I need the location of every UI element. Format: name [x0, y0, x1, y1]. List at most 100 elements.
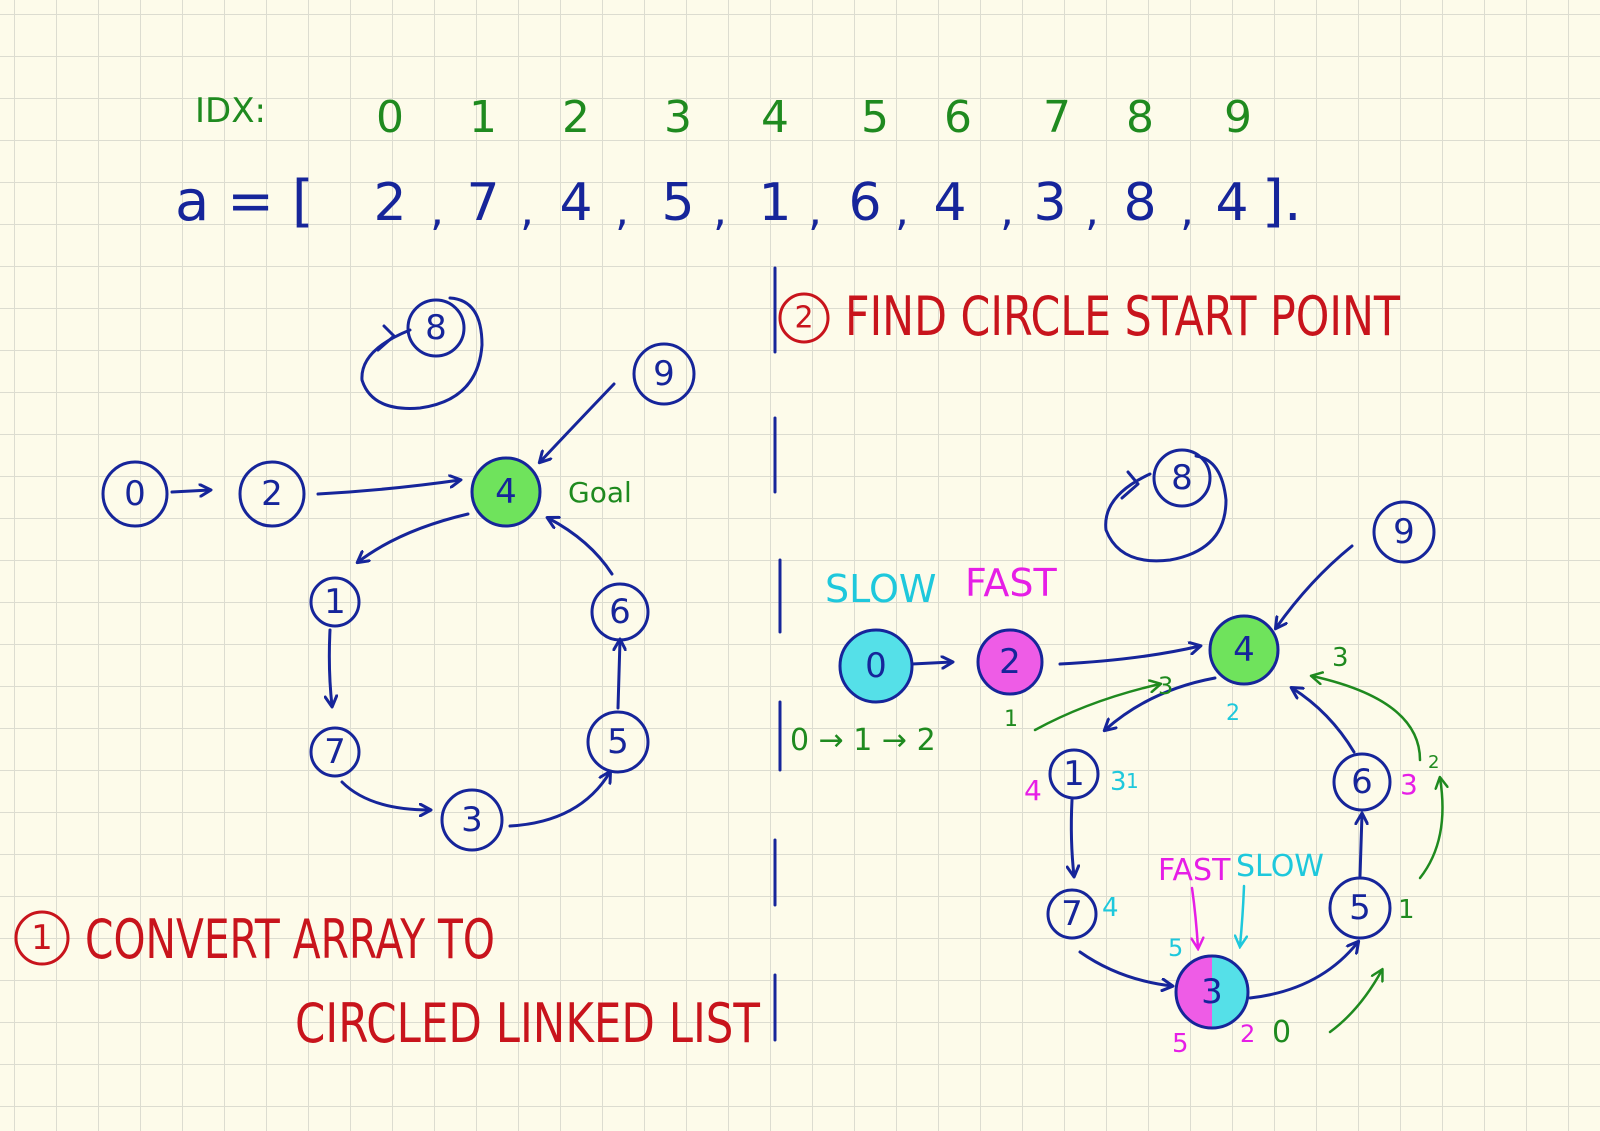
index-0: 0 [376, 92, 404, 143]
slow-pointer-arrow [1240, 884, 1244, 946]
svg-text:9: 9 [653, 354, 675, 394]
edge2-3-to-5 [1248, 942, 1358, 1000]
index-row: IDX: 0 1 2 3 4 5 6 7 8 9 [195, 91, 1252, 143]
edge-0-to-2 [170, 490, 210, 492]
svg-text:5: 5 [1349, 888, 1371, 928]
node-1: 1 [309, 576, 361, 628]
svg-text:6: 6 [1351, 762, 1373, 802]
svg-text:2: 2 [261, 474, 283, 514]
svg-text:1: 1 [324, 582, 346, 622]
svg-text:,: , [1000, 185, 1014, 236]
array-value-3: 5 [661, 173, 694, 233]
array-prefix: a = [ [175, 169, 314, 234]
step1-title-line2: CIRCLED LINKED LIST [295, 992, 761, 1055]
step1-number: 1 [31, 918, 53, 958]
index-6: 6 [944, 92, 972, 143]
fast-label: FAST [965, 561, 1057, 605]
node-4-goal: 4 [470, 456, 542, 528]
array-value-8: 8 [1123, 173, 1156, 233]
array-value-7: 3 [1033, 173, 1066, 233]
index-9: 9 [1224, 92, 1252, 143]
slow-meet-label: SLOW [1236, 849, 1324, 884]
node-7: 7 [309, 726, 361, 778]
slow-path-label: 0 → 1 → 2 [790, 723, 936, 758]
svg-text:0: 0 [865, 646, 887, 686]
svg-text:,: , [430, 185, 444, 236]
goal-label: Goal [568, 476, 632, 509]
array-suffix: ]. [1262, 169, 1302, 234]
node2-3-meeting: 3 [1174, 954, 1250, 1030]
node-3: 3 [440, 788, 504, 852]
step-n3-green: 2 [1240, 1020, 1255, 1048]
index-4: 4 [761, 92, 789, 143]
step2-title-text: FIND CIRCLE START POINT [845, 285, 1401, 348]
edge-9-to-4 [540, 382, 616, 462]
step2-title: 2 FIND CIRCLE START POINT [778, 285, 1401, 348]
array-value-5: 6 [848, 173, 881, 233]
slow-label: SLOW [825, 567, 936, 611]
green-step-5-to-6 [1418, 778, 1443, 880]
step-n1-extra: 1 [1126, 769, 1139, 793]
edge-7-to-3 [340, 780, 430, 810]
svg-text:,: , [1085, 185, 1099, 236]
svg-text:8: 8 [1171, 458, 1193, 498]
step2-number: 2 [794, 301, 813, 336]
node-5: 5 [586, 710, 650, 774]
edge-6-to-4 [548, 518, 614, 576]
edge-1-to-7 [329, 628, 332, 706]
edge2-0-to-2 [910, 662, 952, 664]
node2-0-slow: 0 [838, 628, 914, 704]
step-n3-slow: 5 [1168, 934, 1183, 962]
svg-text:1: 1 [1063, 754, 1085, 794]
svg-text:5: 5 [607, 722, 629, 762]
svg-text:4: 4 [495, 472, 517, 512]
step-to4-b: 3 [1332, 643, 1349, 673]
svg-text:,: , [615, 185, 629, 236]
node2-6: 6 [1332, 752, 1392, 812]
step-n5: 1 [1398, 895, 1415, 925]
step-n1-fast: 4 [1024, 774, 1042, 807]
edge2-7-to-3 [1078, 950, 1172, 986]
node2-7: 7 [1046, 888, 1098, 940]
index-2: 2 [562, 92, 590, 143]
svg-text:,: , [808, 185, 822, 236]
node2-2-fast: 2 [976, 628, 1044, 696]
edge2-5-to-6 [1360, 814, 1362, 878]
self-loop2-8-arrowhead [1120, 470, 1140, 500]
svg-text:8: 8 [425, 308, 447, 348]
svg-text:0: 0 [124, 474, 146, 514]
svg-text:,: , [713, 185, 727, 236]
edge2-1-to-7 [1071, 798, 1074, 876]
node2-9: 9 [1372, 500, 1436, 564]
node-8: 8 [406, 298, 466, 358]
svg-text:7: 7 [324, 732, 346, 772]
node-2: 2 [238, 460, 306, 528]
step2-number-circle [778, 292, 830, 344]
idx-label: IDX: [195, 91, 266, 131]
step1-diagram: 0 2 4 Goal 1 7 3 5 6 [101, 296, 696, 852]
node2-4: 4 [1208, 614, 1280, 686]
section-divider [773, 266, 782, 1042]
svg-text:2: 2 [999, 642, 1021, 682]
array-value-6: 4 [933, 173, 966, 233]
step-n3-fast: 5 [1172, 1029, 1189, 1059]
array-commas: ,,, ,,, ,,, [430, 185, 1194, 236]
edge2-9-to-4 [1276, 544, 1354, 628]
node-0: 0 [101, 460, 169, 528]
array-row: a = [ 2 7 4 5 1 6 4 3 8 4 ]. ,,, ,,, ,,, [175, 169, 1302, 236]
step-n4-slow: 2 [1226, 701, 1240, 726]
node2-8: 8 [1152, 448, 1212, 508]
step-n3-zero: 0 [1272, 1015, 1291, 1050]
step-n1-slow: 3 [1110, 767, 1127, 797]
step-to4-a: 3 [1158, 672, 1173, 700]
node-6: 6 [590, 582, 650, 642]
svg-text:4: 4 [1233, 630, 1255, 670]
array-value-2: 4 [559, 173, 592, 233]
index-5: 5 [861, 92, 889, 143]
svg-text:,: , [895, 185, 909, 236]
step-n7: 4 [1102, 893, 1119, 923]
self-loop-8 [360, 296, 484, 410]
edge2-2-to-4 [1058, 646, 1200, 666]
edge-5-to-6 [618, 640, 620, 710]
